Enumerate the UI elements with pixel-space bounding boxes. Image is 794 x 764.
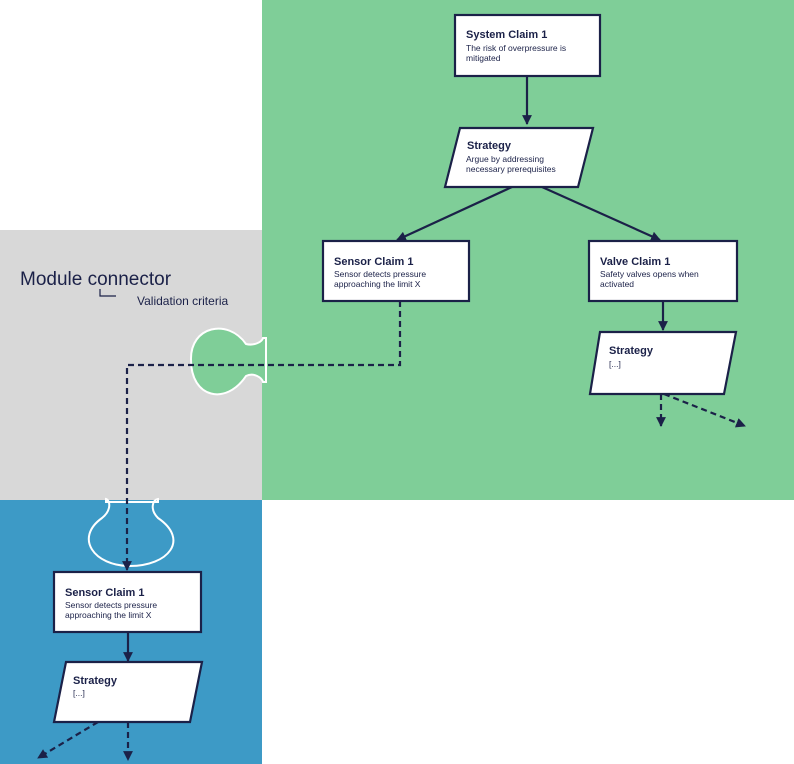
link-valve-strategy-diagonal	[663, 392, 746, 428]
svg-text:Sensor Claim 1: Sensor Claim 1	[334, 256, 413, 268]
connector-subtitle-bracket	[99, 289, 116, 297]
sensor-module-strategy-node: Strategy [...]	[52, 660, 204, 724]
link-sensor-strategy-diagonal	[37, 721, 99, 759]
link-strategy-to-sensor-claim	[396, 186, 513, 241]
valve-claim-node: Valve Claim 1 Safety valves opens when a…	[587, 239, 739, 303]
svg-text:activated: activated	[600, 279, 634, 289]
svg-text:Strategy: Strategy	[467, 140, 512, 152]
connector-title: Module connector	[20, 269, 172, 290]
svg-text:[...]: [...]	[73, 688, 85, 698]
svg-text:Sensor Claim 1: Sensor Claim 1	[65, 587, 144, 599]
svg-text:approaching the limit X: approaching the limit X	[65, 610, 152, 620]
valve-strategy-node: Strategy [...]	[588, 330, 738, 396]
svg-text:Valve Claim 1: Valve Claim 1	[600, 256, 670, 268]
svg-text:mitigated: mitigated	[466, 53, 501, 63]
link-cross-module-sensor	[122, 301, 402, 571]
svg-text:Strategy: Strategy	[73, 675, 118, 687]
system-strategy-node: Strategy Argue by addressing necessary p…	[443, 126, 595, 189]
svg-text:System Claim 1: System Claim 1	[466, 29, 547, 41]
svg-text:The risk of overpressure is: The risk of overpressure is	[466, 43, 566, 53]
svg-text:Safety valves opens when: Safety valves opens when	[600, 269, 699, 279]
svg-text:Sensor detects pressure: Sensor detects pressure	[334, 269, 426, 279]
connector-subtitle: Validation criteria	[137, 294, 228, 308]
svg-text:approaching the limit X: approaching the limit X	[334, 279, 421, 289]
link-strategy-to-valve-claim	[541, 185, 661, 242]
sensor-module-claim-node: Sensor Claim 1 Sensor detects pressure a…	[52, 570, 203, 634]
svg-text:Sensor detects pressure: Sensor detects pressure	[65, 600, 157, 610]
sensor-module-puzzle-tab	[87, 497, 175, 568]
svg-text:necessary prerequisites: necessary prerequisites	[466, 164, 556, 174]
system-sensor-claim-node: Sensor Claim 1 Sensor detects pressure a…	[321, 239, 471, 303]
svg-text:Argue by addressing: Argue by addressing	[466, 154, 544, 164]
system-claim-node: System Claim 1 The risk of overpressure …	[453, 13, 602, 78]
svg-text:Strategy: Strategy	[609, 345, 654, 357]
svg-text:[...]: [...]	[609, 359, 621, 369]
